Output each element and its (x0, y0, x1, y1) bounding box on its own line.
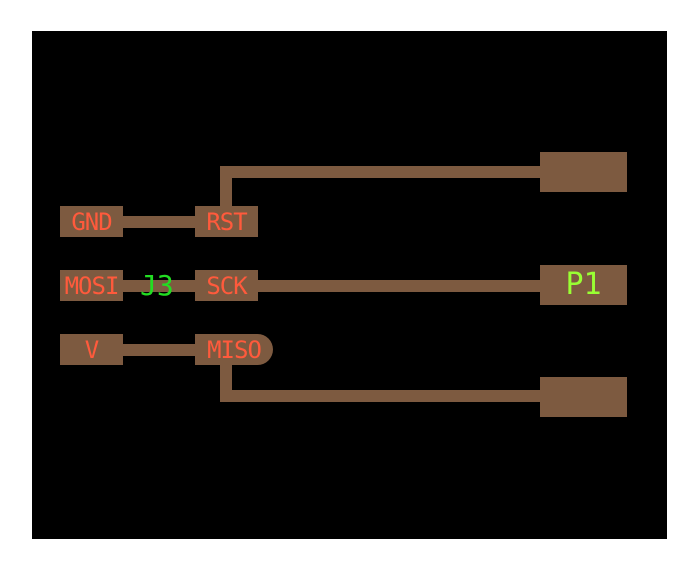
pad-v: V (60, 334, 123, 365)
trace-rst-p1-top (220, 166, 542, 210)
p1-ref-label: P1 (565, 267, 602, 302)
pad-sck: SCK (195, 270, 258, 301)
p1-pad-middle: P1 (540, 265, 627, 305)
p1-pad-top (540, 152, 627, 192)
pad-mosi: MOSI (60, 270, 123, 301)
pad-gnd: GND (60, 206, 123, 237)
p1-pad-bottom (540, 377, 627, 417)
pad-rst: RST (195, 206, 258, 237)
pad-miso: MISO (195, 334, 273, 365)
j3-ref-label: J3 (140, 269, 174, 302)
trace-miso-p1-bottom (220, 362, 542, 402)
